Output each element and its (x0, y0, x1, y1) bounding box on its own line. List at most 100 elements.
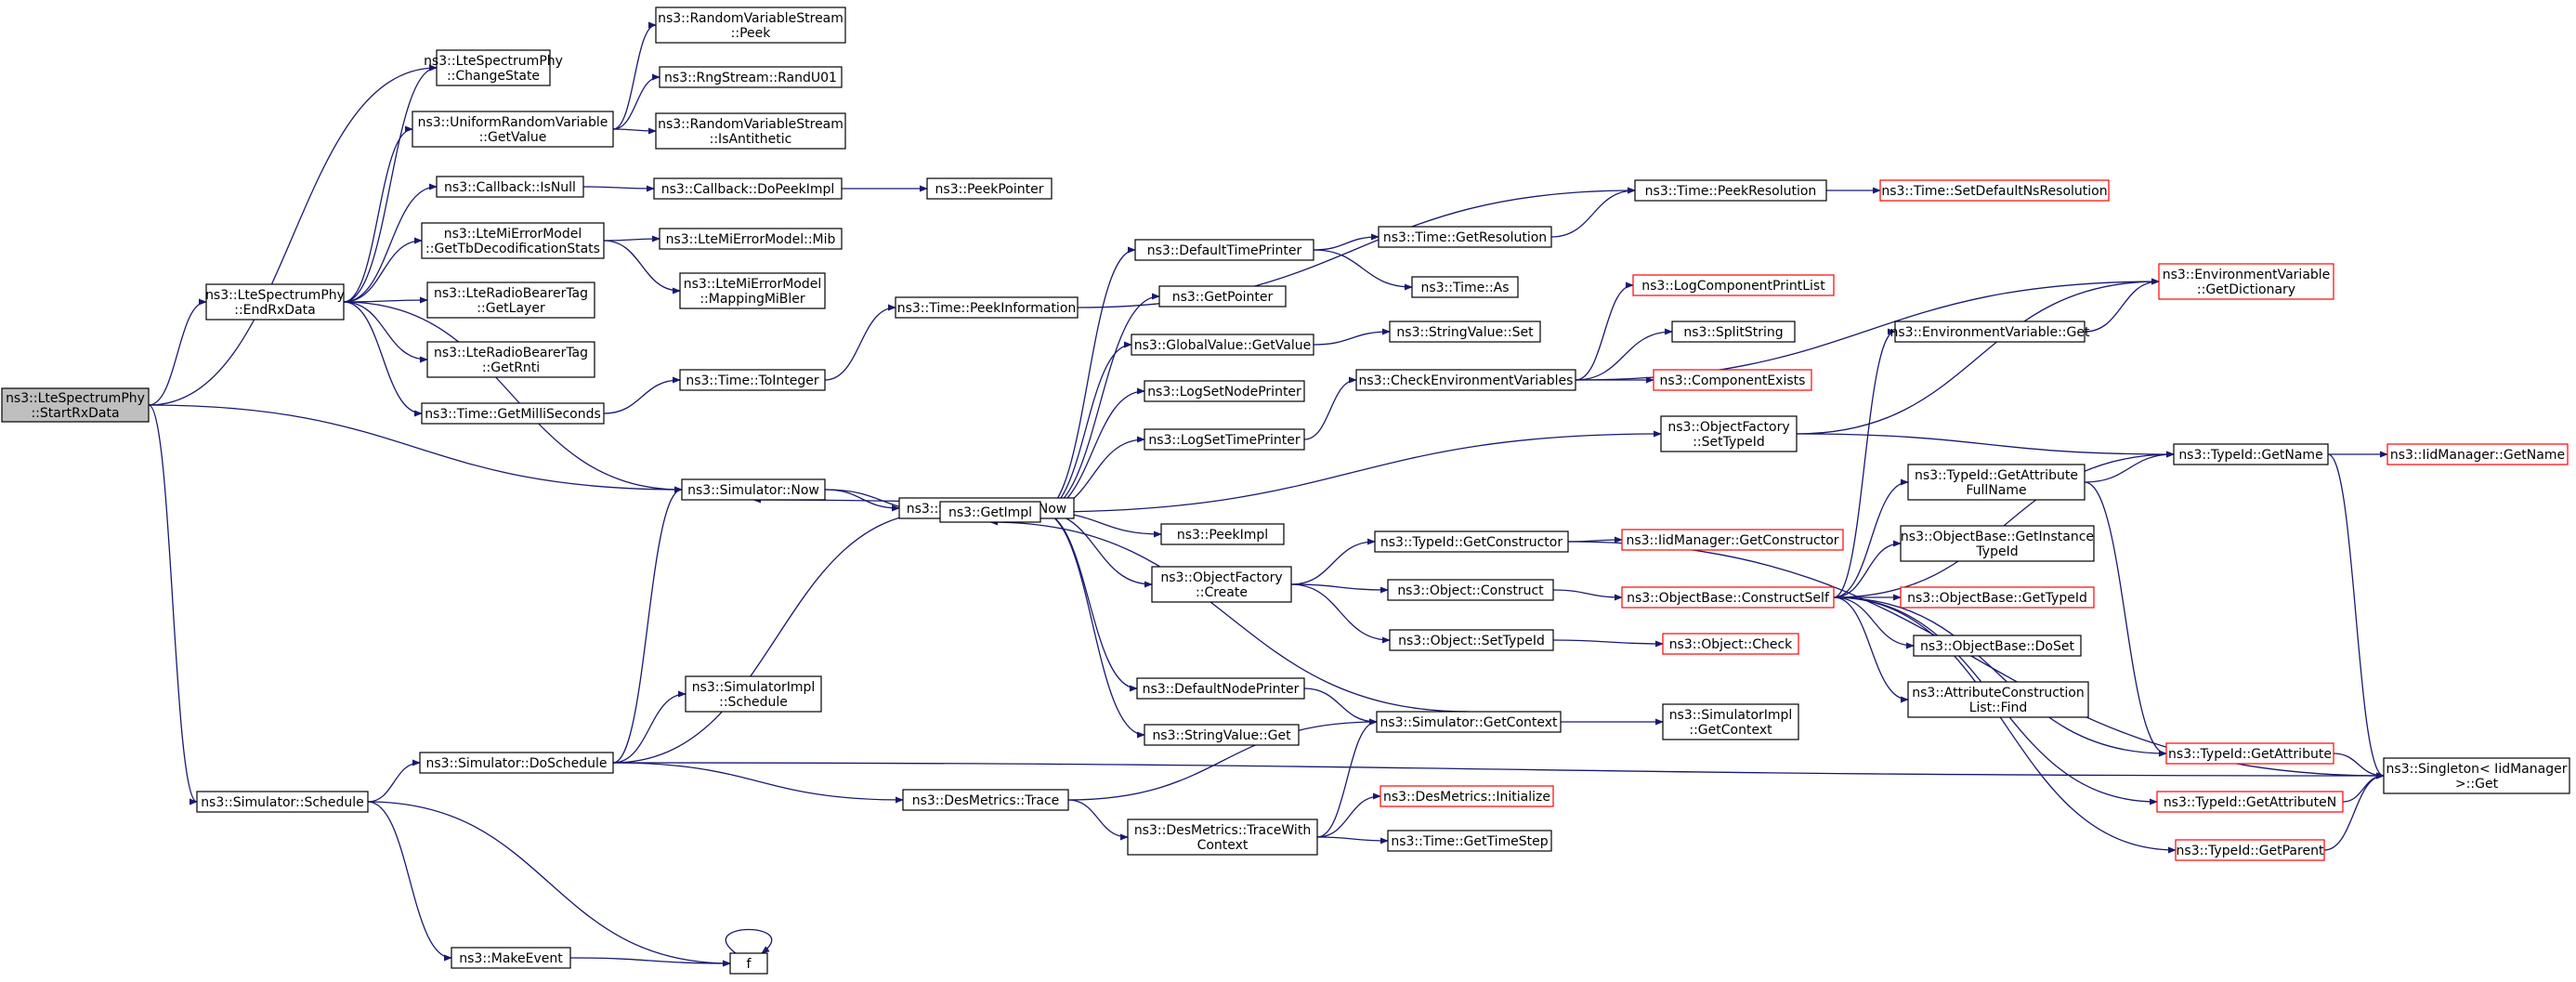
node-getlayer[interactable]: ns3::LteRadioBearerTag::GetLayer (426, 282, 595, 319)
node-envget[interactable]: ns3::EnvironmentVariable::Get (1890, 321, 2090, 343)
node-urvgetvalue[interactable]: ns3::UniformRandomVariable::GetValue (412, 111, 614, 148)
node-getrnti[interactable]: ns3::LteRadioBearerTag::GetRnti (426, 341, 595, 378)
node-destrace[interactable]: ns3::DesMetrics::Trace (902, 789, 1069, 811)
node-ofcreate[interactable]: ns3::ObjectFactory::Create (1151, 566, 1292, 603)
node-peekpointer[interactable]: ns3::PeekPointer (926, 177, 1053, 200)
node-svset[interactable]: ns3::StringValue::Set (1389, 321, 1541, 343)
node-label: ns3::Simulator::Now (687, 483, 819, 498)
edge-getmillis-tointeger (603, 376, 681, 414)
node-label: ns3::GetPointer (1172, 290, 1274, 305)
node-tidgetattr[interactable]: ns3::TypeId::GetAttribute (2165, 742, 2334, 765)
node-gvgetvalue[interactable]: ns3::GlobalValue::GetValue (1131, 334, 1314, 356)
node-tidgetctor[interactable]: ns3::TypeId::GetConstructor (1374, 530, 1569, 553)
node-doschedule[interactable]: ns3::Simulator::DoSchedule (419, 752, 614, 774)
node-box (1879, 179, 2110, 202)
node-mappingmibler[interactable]: ns3::LteMiErrorModel::MappingMiBler (679, 272, 826, 309)
node-box (451, 947, 571, 969)
node-label: ns3::SimulatorImpl (1669, 708, 1793, 723)
node-label: ns3::RandomVariableStream (658, 11, 843, 26)
node-timepeekres[interactable]: ns3::Time::PeekResolution (1634, 179, 1827, 202)
node-singleton[interactable]: ns3::Singleton< IidManager >::Get (2383, 757, 2570, 794)
edge-ofcreate-objsettypeid (1290, 583, 1391, 644)
node-makeevent[interactable]: ns3::MakeEvent (451, 947, 571, 969)
node-simschedule[interactable]: ns3::Simulator::Schedule (196, 791, 369, 813)
node-box (1378, 226, 1552, 248)
node-gettimestep[interactable]: ns3::Time::GetTimeStep (1387, 830, 1552, 852)
node-deftimeprinter[interactable]: ns3::DefaultTimePrinter (1134, 239, 1314, 261)
node-simnow[interactable]: ns3::Simulator::Now (681, 478, 826, 501)
node-timesetdefault[interactable]: ns3::Time::SetDefaultNsResolution (1879, 179, 2110, 202)
node-label: ns3::LteSpectrumPhy (205, 288, 345, 303)
node-randu01[interactable]: ns3::RngStream::RandU01 (659, 66, 843, 88)
node-logcplist[interactable]: ns3::LogComponentPrintList (1632, 274, 1835, 296)
edge-objconstruct-obconstructself (1552, 589, 1623, 601)
node-simimplgetctx[interactable]: ns3::SimulatorImpl::GetContext (1662, 703, 1799, 740)
node-obdoset[interactable]: ns3::ObjectBase::DoSet (1913, 635, 2082, 657)
node-label: TypeId (1975, 544, 2018, 559)
node-label: ::GetTbDecodificationStats (425, 242, 600, 256)
edge-simschedule-doschedule (367, 759, 421, 803)
node-box (653, 177, 843, 200)
node-timeas[interactable]: ns3::Time::As (1411, 276, 1519, 298)
node-label: ns3::ObjectBase::GetTypeId (1907, 591, 2087, 606)
edge-startrx-simnow (148, 404, 683, 493)
node-desinit[interactable]: ns3::DesMetrics::Initialize (1380, 785, 1554, 807)
node-label: ns3::LogSetTimePrinter (1148, 433, 1301, 448)
node-obconstructself[interactable]: ns3::ObjectBase::ConstructSelf (1621, 586, 1835, 609)
node-objconstruct[interactable]: ns3::Object::Construct (1387, 579, 1554, 601)
node-startrx[interactable]: ns3::LteSpectrumPhy::StartRxData (1, 387, 150, 423)
node-tidgetname[interactable]: ns3::TypeId::GetName (2173, 443, 2329, 465)
node-box (939, 501, 1041, 523)
node-envgetdict[interactable]: ns3::EnvironmentVariable::GetDictionary (2158, 263, 2334, 300)
node-getimpl[interactable]: ns3::GetImpl (939, 501, 1041, 523)
edge-gettbdecod-mib (603, 235, 660, 242)
node-gettbdecod[interactable]: ns3::LteMiErrorModel::GetTbDecodificatio… (421, 222, 605, 259)
node-objsettypeid[interactable]: ns3::Object::SetTypeId (1389, 629, 1554, 651)
node-getmillis[interactable]: ns3::Time::GetMilliSeconds (421, 402, 605, 425)
node-simimplschedule[interactable]: ns3::SimulatorImpl::Schedule (685, 675, 822, 713)
node-obgettypeid[interactable]: ns3::ObjectBase::GetTypeId (1900, 586, 2095, 609)
node-ofsettypeid[interactable]: ns3::ObjectFactory::SetTypeId (1660, 415, 1798, 452)
edge-defnodeprinter-simgetcontext (1303, 687, 1378, 726)
node-iidgetctor[interactable]: ns3::IidManager::GetConstructor (1621, 529, 1844, 551)
node-label: ns3::Object::Check (1669, 637, 1793, 652)
node-splitstring[interactable]: ns3::SplitString (1671, 321, 1796, 343)
node-peekinfo[interactable]: ns3::Time::PeekInformation (895, 296, 1079, 319)
node-label: ns3::LteMiErrorModel (684, 277, 822, 292)
node-f[interactable]: f (729, 952, 768, 975)
node-rvspeek[interactable]: ns3::RandomVariableStream::Peek (655, 7, 846, 44)
node-logsetnode[interactable]: ns3::LogSetNodePrinter (1144, 380, 1305, 402)
node-objcheck[interactable]: ns3::Object::Check (1662, 633, 1799, 655)
edge-f-f (725, 928, 773, 954)
node-iidgetname[interactable]: ns3::IidManager::GetName (2386, 443, 2569, 465)
node-changestate[interactable]: ns3::LteSpectrumPhy::ChangeState (424, 49, 563, 86)
node-box (2158, 263, 2334, 300)
node-timegetres[interactable]: ns3::Time::GetResolution (1378, 226, 1552, 248)
node-compexists[interactable]: ns3::ComponentExists (1653, 369, 1812, 391)
node-logsettime[interactable]: ns3::LogSetTimePrinter (1144, 428, 1305, 451)
node-rvsanti[interactable]: ns3::RandomVariableStream::IsAntithetic (655, 112, 846, 150)
node-endrx[interactable]: ns3::LteSpectrumPhy::EndRxData (205, 283, 345, 321)
node-simgetcontext[interactable]: ns3::Simulator::GetContext (1376, 711, 1562, 733)
node-tointeger[interactable]: ns3::Time::ToInteger (679, 369, 826, 391)
node-box (1894, 321, 2086, 343)
node-checkenv[interactable]: ns3::CheckEnvironmentVariables (1355, 369, 1576, 391)
node-tidgetparent[interactable]: ns3::TypeId::GetParent (2175, 839, 2325, 861)
node-svget[interactable]: ns3::StringValue::Get (1144, 724, 1300, 746)
node-getpointer[interactable]: ns3::GetPointer (1158, 285, 1287, 308)
node-box (1144, 380, 1305, 402)
node-cbdopeek[interactable]: ns3::Callback::DoPeekImpl (653, 177, 843, 200)
node-box (1131, 334, 1314, 356)
node-defnodeprinter[interactable]: ns3::DefaultNodePrinter (1136, 677, 1305, 700)
edge-destracewith-gettimestep (1316, 836, 1389, 845)
node-label: ns3::Time::GetResolution (1383, 230, 1547, 245)
node-label: ns3::DesMetrics::TraceWith (1134, 823, 1311, 838)
node-mib[interactable]: ns3::LteMiErrorModel::Mib (659, 228, 843, 250)
node-tidgetattrn[interactable]: ns3::TypeId::GetAttributeN (2156, 791, 2344, 813)
node-cbisnull[interactable]: ns3::Callback::IsNull (436, 176, 584, 198)
node-peekimpl[interactable]: ns3::PeekImpl (1160, 523, 1285, 545)
